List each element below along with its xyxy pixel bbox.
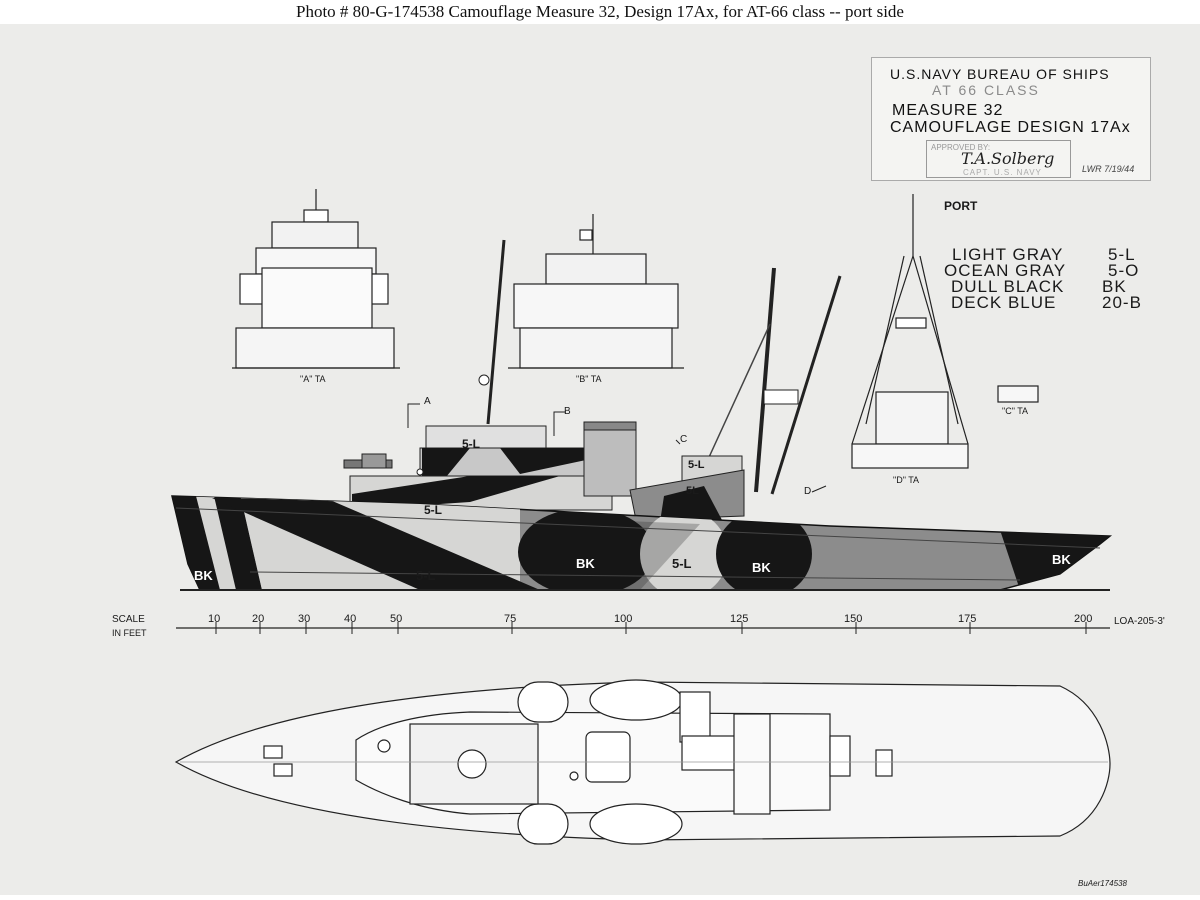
scale-tick-40: 40 xyxy=(344,613,356,625)
legend-name-dull-black: DULL BLACK xyxy=(951,277,1064,296)
scale-bar xyxy=(176,622,1110,634)
house-label-5l: 5-L xyxy=(462,437,480,451)
port-label: PORT xyxy=(944,199,978,213)
scale-tick-20: 20 xyxy=(252,613,264,625)
legend-code-deck-blue: 20-B xyxy=(1102,293,1142,312)
legend-code-ocean-gray: 5-O xyxy=(1108,261,1139,280)
scale-tick-175: 175 xyxy=(958,613,976,625)
aft-house-label-5l: 5-L xyxy=(688,459,705,471)
footer-stamp: BuAer174538 xyxy=(1078,879,1127,888)
section-a-drawing xyxy=(232,189,400,369)
ship-profile xyxy=(343,239,842,522)
captain-label: CAPT. U.S. NAVY xyxy=(963,168,1042,177)
legend-name-light-gray: LIGHT GRAY xyxy=(952,245,1063,264)
scale-title: SCALE xyxy=(112,614,145,625)
plan-view xyxy=(174,679,1111,845)
signature: T.A.Solberg xyxy=(961,149,1055,168)
scale-tick-200: 200 xyxy=(1074,613,1092,625)
legend-name-ocean-gray: OCEAN GRAY xyxy=(944,261,1066,280)
scale-tick-50: 50 xyxy=(390,613,402,625)
section-b-label: "B" TA xyxy=(576,374,602,384)
legend-name-deck-blue: DECK BLUE xyxy=(951,293,1056,312)
approval-stamp: APPROVED BY: T.A.Solberg CAPT. U.S. NAVY xyxy=(926,140,1071,178)
title-bureau: U.S.NAVY BUREAU OF SHIPS xyxy=(890,66,1110,82)
title-block: U.S.NAVY BUREAU OF SHIPS AT 66 CLASS MEA… xyxy=(871,57,1151,181)
camouflage-plate: "A" TA "B" TA "D" TA "C" TA PORT xyxy=(0,24,1200,895)
title-class: AT 66 CLASS xyxy=(932,82,1040,98)
section-d-drawing xyxy=(851,194,969,469)
scale-tick-100: 100 xyxy=(614,613,632,625)
aft-house-label-5l-b: 5L xyxy=(686,485,699,497)
hull-label-stern-bk: BK xyxy=(1052,552,1071,567)
section-a-label: "A" TA xyxy=(300,374,326,384)
scale-tick-30: 30 xyxy=(298,613,310,625)
scale-loa: LOA-205-3' xyxy=(1114,616,1165,627)
section-c-drawing xyxy=(997,385,1039,403)
section-arrow-b: B xyxy=(564,406,571,417)
section-b-drawing xyxy=(508,214,684,369)
hull-label-bow-bk: BK xyxy=(194,568,213,583)
plate-drawing: "A" TA "B" TA "D" TA "C" TA PORT xyxy=(112,189,1165,888)
color-legend: LIGHT GRAY 5-L OCEAN GRAY 5-O DULL BLACK… xyxy=(944,245,1142,312)
scale-tick-150: 150 xyxy=(844,613,862,625)
title-measure: MEASURE 32 xyxy=(892,102,1004,119)
section-markers xyxy=(407,403,827,493)
drafter-initials: LWR 7/19/44 xyxy=(1082,164,1135,174)
legend-code-dull-black: BK xyxy=(1102,277,1127,296)
section-c-label: "C" TA xyxy=(1002,406,1028,416)
hull-label-aft-bk: BK xyxy=(752,560,771,575)
hull xyxy=(171,495,1113,591)
deck-label-5l: 5-L xyxy=(424,503,442,517)
hull-label-5l: 5-L xyxy=(416,568,436,583)
section-d-label: "D" TA xyxy=(893,475,919,485)
scale-unit: IN FEET xyxy=(112,628,147,638)
section-arrow-d: D xyxy=(804,486,811,497)
section-arrow-c: C xyxy=(680,434,687,445)
scale-tick-125: 125 xyxy=(730,613,748,625)
title-design: CAMOUFLAGE DESIGN 17Ax xyxy=(890,119,1131,136)
approved-by-label: APPROVED BY: xyxy=(931,143,991,152)
section-arrow-a: A xyxy=(424,396,431,407)
legend-code-light-gray: 5-L xyxy=(1108,245,1136,264)
photo-caption: Photo # 80-G-174538 Camouflage Measure 3… xyxy=(296,2,904,21)
scale-tick-10: 10 xyxy=(208,613,220,625)
scale-tick-75: 75 xyxy=(504,613,516,625)
hull-label-mid-5l: 5-L xyxy=(672,556,692,571)
hull-label-mid-bk: BK xyxy=(576,556,595,571)
